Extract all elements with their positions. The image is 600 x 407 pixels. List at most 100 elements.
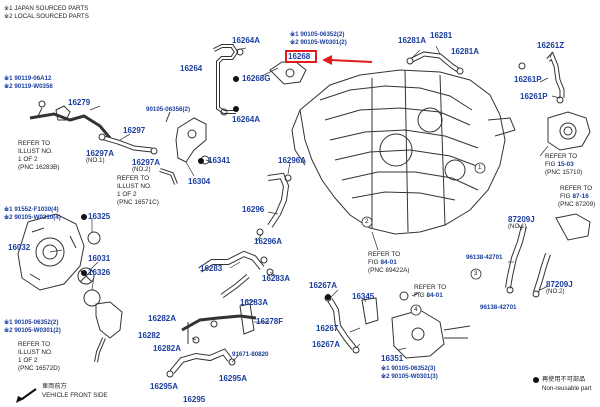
refer-block-2-line1: REFER TO [117, 175, 150, 182]
refer-block-6-pnc: (PNC 89422A) [368, 267, 410, 274]
code-90105-06356[interactable]: 90105-06356(2) [146, 106, 191, 113]
part-16296A-bottom[interactable]: 16296A [254, 237, 283, 246]
part-16264[interactable]: 16264 [180, 64, 203, 73]
refer-block-3-line1: REFER TO [18, 341, 51, 348]
part-16282A[interactable]: 16282A [148, 314, 177, 323]
part-16295[interactable]: 16295 [183, 395, 206, 404]
code-90119-06A12[interactable]: ※1 90119-06A12 [4, 75, 52, 82]
thermostat-drawing [77, 267, 123, 363]
refer-block-4-fig[interactable]: FIG 15-03 [545, 161, 574, 168]
part-16325[interactable]: 16325 [88, 212, 111, 221]
water-pump-drawing [17, 213, 101, 291]
outlet-16304-drawing [165, 111, 210, 165]
part-16297[interactable]: 16297 [123, 126, 146, 135]
part-16261P-bottom[interactable]: 16261P [520, 92, 548, 101]
part-16326[interactable]: 16326 [88, 268, 111, 277]
part-16295A[interactable]: 16295A [219, 374, 248, 383]
part-16267A[interactable]: 16267A [309, 281, 338, 290]
legend-non-reusable-jp: 再使用不可部品 [542, 376, 586, 383]
front-label-en: VEHICLE FRONT SIDE [42, 392, 108, 399]
code-90119-W0356[interactable]: ※2 90119-W0356 [4, 83, 53, 90]
part-16282[interactable]: 16282 [138, 331, 161, 340]
part-16281A-left[interactable]: 16281A [398, 36, 427, 45]
refer-block-3-line2: ILLUST NO. [18, 349, 53, 356]
part-16261P[interactable]: 16261P [514, 75, 542, 84]
refer-block-1-line1: REFER TO [18, 140, 51, 147]
refer-block-1-line3: 1 OF 2 [18, 156, 38, 163]
hose-16297-drawing [98, 133, 178, 185]
non-reusable-markers [81, 76, 539, 383]
leader-lines [49, 45, 561, 363]
refer-block-7-line1: REFER TO [414, 284, 447, 291]
refer-block-1-line2: ILLUST NO. [18, 148, 53, 155]
pipe-16282-drawing [181, 303, 257, 344]
front-arrow [16, 388, 37, 403]
code-90105-W0301-a[interactable]: ※2 90105-W0301(2) [290, 39, 347, 46]
code-90105-06352-a[interactable]: ※1 90105-06352(2) [290, 31, 345, 38]
highlight-box [285, 50, 317, 63]
callout-1: 1 [478, 164, 482, 171]
part-16283A-b[interactable]: 16283A [240, 298, 269, 307]
engine-block-drawing [291, 69, 516, 235]
part-16267[interactable]: 16267 [316, 324, 339, 333]
part-16281A-right[interactable]: 16281A [451, 47, 480, 56]
refer-block-3-line3: 1 OF 2 [18, 357, 38, 364]
part-16261Z[interactable]: 16261Z [537, 41, 565, 50]
refer-block-6-fig[interactable]: FIG 84-01 [368, 259, 397, 266]
part-16282A-b[interactable]: 16282A [153, 344, 182, 353]
code-90105-W0310[interactable]: ※2 90105-W0310(4) [4, 214, 61, 221]
part-87209J[interactable]: 87209J [508, 215, 535, 224]
part-16295A-b[interactable]: 16295A [150, 382, 179, 391]
note-japan: ※1 JAPAN SOURCED PARTS [4, 5, 89, 12]
part-16351[interactable]: 16351 [381, 354, 404, 363]
part-87209J-bottom[interactable]: 87209J [546, 280, 573, 289]
part-16031[interactable]: 16031 [88, 254, 111, 263]
part-16264A-bottom[interactable]: 16264A [232, 115, 261, 124]
part-16278F[interactable]: 16278F [256, 317, 284, 326]
part-16032[interactable]: 16032 [8, 243, 31, 252]
part-16267A-b[interactable]: 16267A [312, 340, 341, 349]
refer-6-fig-label: FIG [368, 259, 379, 266]
callout-2: 2 [365, 218, 369, 225]
code-91671-80820[interactable]: 91671-80820 [232, 351, 269, 358]
part-16341[interactable]: 16341 [208, 156, 231, 165]
refer-4-fig-link[interactable]: 15-03 [557, 161, 574, 168]
part-16264A-top[interactable]: 16264A [232, 36, 261, 45]
part-16283[interactable]: 16283 [200, 264, 223, 273]
part-16304[interactable]: 16304 [188, 177, 211, 186]
code-91552-F1030[interactable]: ※1 91552-F1030(4) [4, 206, 59, 213]
part-16268[interactable]: 16268 [288, 52, 311, 61]
refer-block-7-fig[interactable]: FIG 84-01 [414, 292, 443, 299]
code-96138-42701-a[interactable]: 96138-42701 [466, 254, 503, 261]
code-90105-W0301-b[interactable]: ※2 90105-W0301(2) [4, 327, 61, 334]
refer-block-1-line4[interactable]: (PNC 16283B) [18, 164, 60, 171]
code-90105-06352-c[interactable]: ※1 90105-06352(3) [381, 365, 436, 372]
part-16297A-bottom[interactable]: 16297A [132, 158, 161, 167]
code-90105-W0301-c[interactable]: ※2 90105-W0301(3) [381, 373, 438, 380]
legend-non-reusable-en: Non-reusable part [542, 385, 592, 392]
hose-16295-drawing [166, 348, 236, 378]
refer-block-3-line4[interactable]: (PNC 16572D) [18, 365, 60, 372]
part-16279[interactable]: 16279 [68, 98, 91, 107]
refer-5-fig-link[interactable]: 87-16 [572, 193, 589, 200]
part-16281[interactable]: 16281 [430, 31, 453, 40]
refer-6-fig-link[interactable]: 84-01 [380, 259, 397, 266]
code-96138-42701-b[interactable]: 96138-42701 [480, 304, 517, 311]
part-16345[interactable]: 16345 [352, 292, 375, 301]
qty-87209J-no1: (NO.1) [508, 223, 527, 230]
refer-block-2-line4[interactable]: (PNC 16571C) [117, 199, 159, 206]
part-16296A[interactable]: 16296A [278, 156, 307, 165]
part-16268G[interactable]: 16268G [242, 74, 271, 83]
callout-markers [361, 162, 486, 316]
part-16283A-a[interactable]: 16283A [262, 274, 291, 283]
refer-block-5-fig[interactable]: FIG 87-16 [560, 193, 589, 200]
part-16297A[interactable]: 16297A [86, 149, 115, 158]
refer-block-6-line1: REFER TO [368, 251, 401, 258]
refer-7-fig-label: FIG [414, 292, 425, 299]
refer-7-fig-link[interactable]: 84-01 [426, 292, 443, 299]
part-16296[interactable]: 16296 [242, 205, 265, 214]
code-90105-06352-b[interactable]: ※1 90105-06352(2) [4, 319, 59, 326]
callout-4: 4 [414, 306, 418, 313]
refer-block-2-line2: ILLUST NO. [117, 183, 152, 190]
